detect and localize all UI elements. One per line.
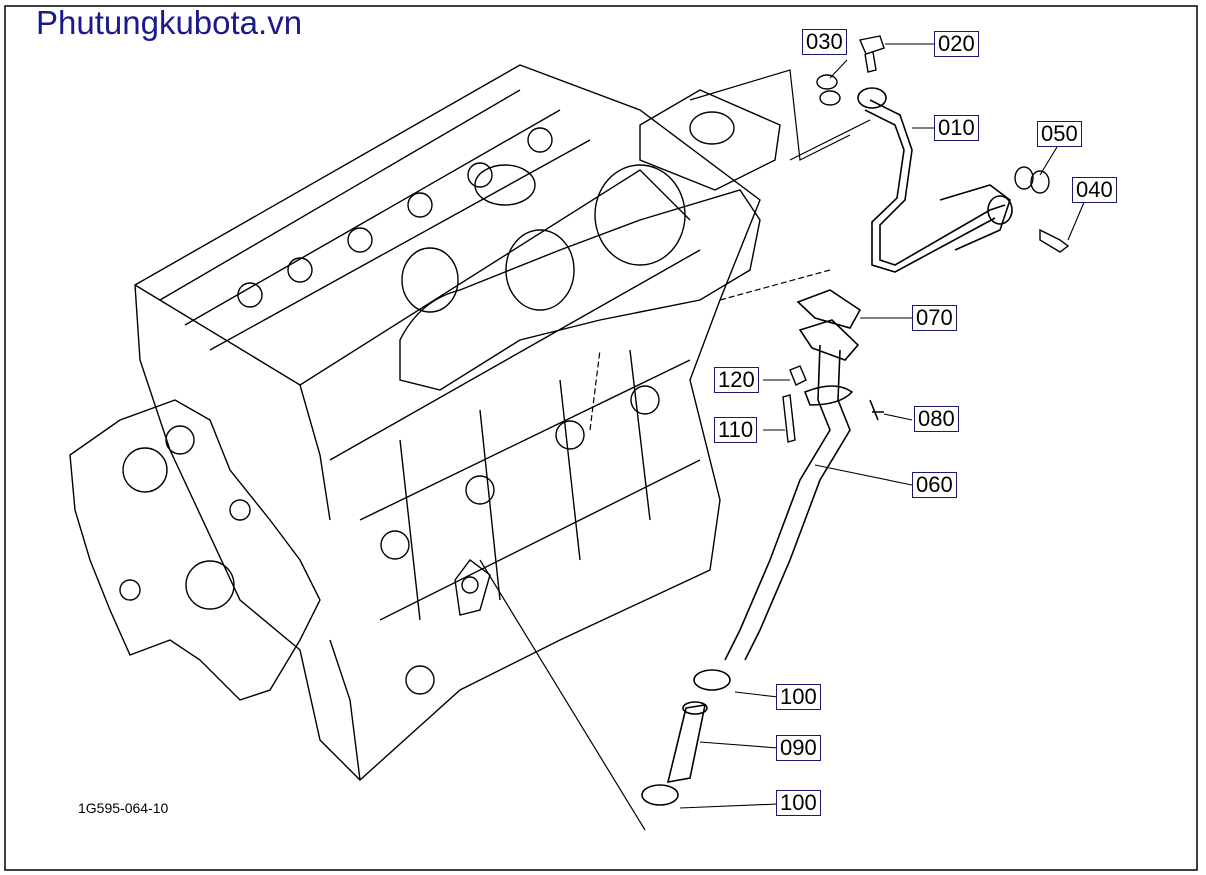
callout-100-top[interactable]: 100	[776, 684, 821, 710]
clamp-100b	[641, 784, 679, 806]
callout-090[interactable]: 090	[776, 735, 821, 761]
callout-leaders	[679, 43, 1086, 809]
oil-pipe-010	[857, 87, 1013, 273]
callout-060[interactable]: 060	[912, 472, 957, 498]
washer-030b	[819, 90, 841, 106]
brand-title: Phutungkubota.vn	[36, 4, 303, 41]
hose-090	[641, 669, 731, 806]
callout-110[interactable]: 110	[714, 417, 758, 443]
engine-block	[69, 64, 781, 781]
clamp-100a	[693, 669, 731, 691]
banjo-bolt-040	[1014, 166, 1070, 253]
callout-010[interactable]: 010	[934, 115, 979, 141]
washer-030a	[816, 74, 838, 90]
callout-120[interactable]: 120	[714, 367, 759, 393]
callout-020[interactable]: 020	[934, 31, 979, 57]
callout-070[interactable]: 070	[912, 305, 957, 331]
banjo-bolt-020	[816, 35, 885, 106]
drawing-border	[4, 5, 1198, 871]
callout-050[interactable]: 050	[1037, 121, 1082, 147]
guide-lines	[479, 69, 871, 831]
callout-080[interactable]: 080	[914, 406, 959, 432]
return-pipe-060	[724, 289, 884, 661]
drawing-reference: 1G595-064-10	[78, 800, 169, 816]
callout-100-bottom[interactable]: 100	[776, 790, 821, 816]
callout-030[interactable]: 030	[802, 29, 847, 55]
callout-040[interactable]: 040	[1072, 177, 1117, 203]
bracket-110	[782, 365, 807, 443]
